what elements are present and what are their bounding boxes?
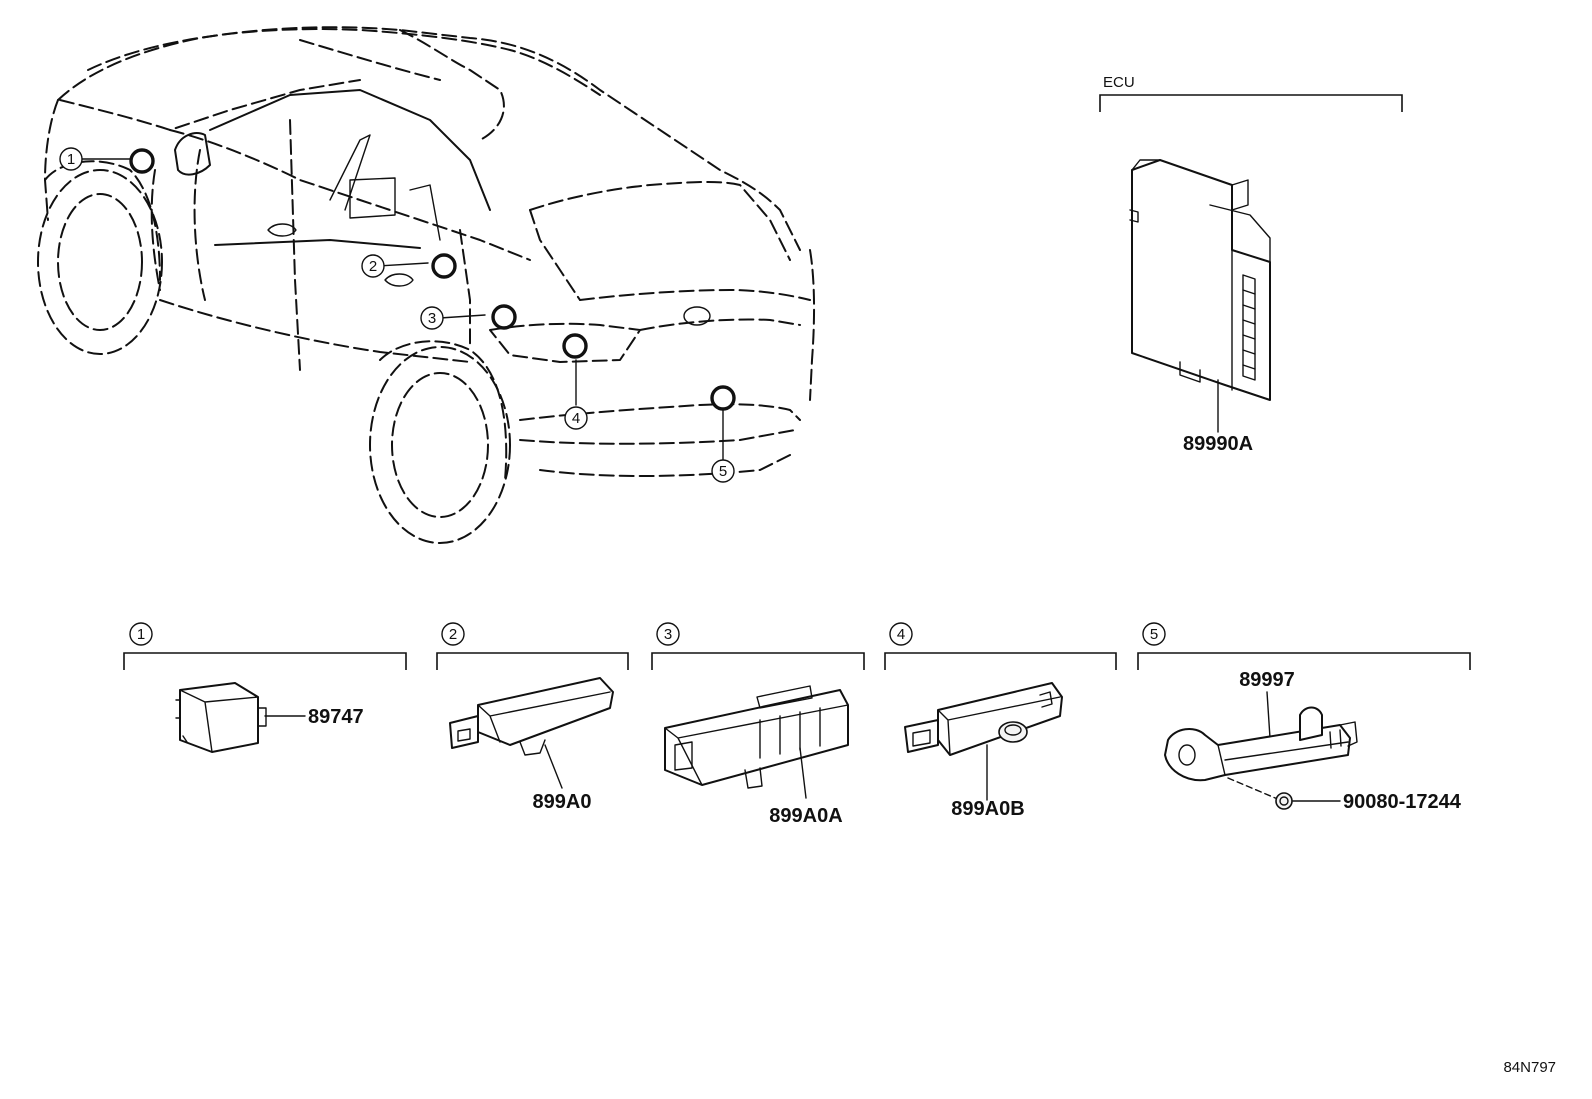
ecu-group: ECU 89990A xyxy=(1099,74,1403,455)
group-4: 4 899A0B xyxy=(884,622,1117,820)
location-marker-5 xyxy=(710,385,736,411)
location-callout-3: 3 xyxy=(420,306,444,330)
svg-text:1: 1 xyxy=(67,151,75,168)
group-5: 5 89997 90080-17244 xyxy=(1137,622,1471,813)
group-bracket-5 xyxy=(1137,652,1471,670)
part-number-89997: 89997 xyxy=(1239,669,1295,691)
sensor-drawing-2 xyxy=(449,677,614,756)
svg-text:3: 3 xyxy=(428,310,436,327)
group-callout-2: 2 xyxy=(441,622,465,646)
svg-text:1: 1 xyxy=(137,626,145,643)
location-callout-1: 1 xyxy=(59,147,83,171)
group-callout-1: 1 xyxy=(129,622,153,646)
group-callout-3: 3 xyxy=(656,622,680,646)
location-marker-1 xyxy=(129,148,155,174)
diagram-id: 84N797 xyxy=(1503,1059,1556,1076)
sensor-drawing-5 xyxy=(1164,706,1358,782)
group-bracket-4 xyxy=(884,652,1117,670)
group-callout-4: 4 xyxy=(889,622,913,646)
part-number-899A0B: 899A0B xyxy=(951,798,1024,820)
svg-text:5: 5 xyxy=(1150,626,1158,643)
part-number-89747: 89747 xyxy=(308,706,364,728)
location-marker-3 xyxy=(491,304,517,330)
location-callout-4: 4 xyxy=(564,406,588,430)
svg-text:3: 3 xyxy=(664,626,672,643)
svg-text:2: 2 xyxy=(369,258,377,275)
sensor-drawing-4 xyxy=(904,682,1063,756)
location-callout-5: 5 xyxy=(711,459,735,483)
part-number-899A0A: 899A0A xyxy=(769,805,842,827)
svg-text:4: 4 xyxy=(572,410,580,427)
group-2: 2 899A0 xyxy=(436,622,629,813)
ecu-module-drawing xyxy=(1129,159,1271,401)
ecu-bracket xyxy=(1099,94,1403,112)
part-number-90080-17244: 90080-17244 xyxy=(1343,791,1462,813)
group-bracket-3 xyxy=(651,652,865,670)
vehicle-outline xyxy=(37,26,816,544)
location-marker-4 xyxy=(562,333,588,359)
svg-text:2: 2 xyxy=(449,626,457,643)
group-3: 3 899A0A xyxy=(651,622,865,827)
svg-text:5: 5 xyxy=(719,463,727,480)
group-1: 1 89747 xyxy=(123,622,407,753)
clip-drawing xyxy=(1275,792,1293,810)
part-number-899A0: 899A0 xyxy=(533,791,592,813)
location-callout-2: 2 xyxy=(361,254,385,278)
group-bracket-1 xyxy=(123,652,407,670)
location-marker-2 xyxy=(431,253,457,279)
svg-text:4: 4 xyxy=(897,626,905,643)
ecu-part-number: 89990A xyxy=(1183,433,1253,455)
sensor-drawing-1 xyxy=(175,682,267,753)
location-markers: 1 2 3 4 5 xyxy=(59,147,736,483)
sensor-drawing-3 xyxy=(664,685,849,789)
group-bracket-2 xyxy=(436,652,629,670)
ecu-label: ECU xyxy=(1103,74,1135,91)
group-callout-5: 5 xyxy=(1142,622,1166,646)
